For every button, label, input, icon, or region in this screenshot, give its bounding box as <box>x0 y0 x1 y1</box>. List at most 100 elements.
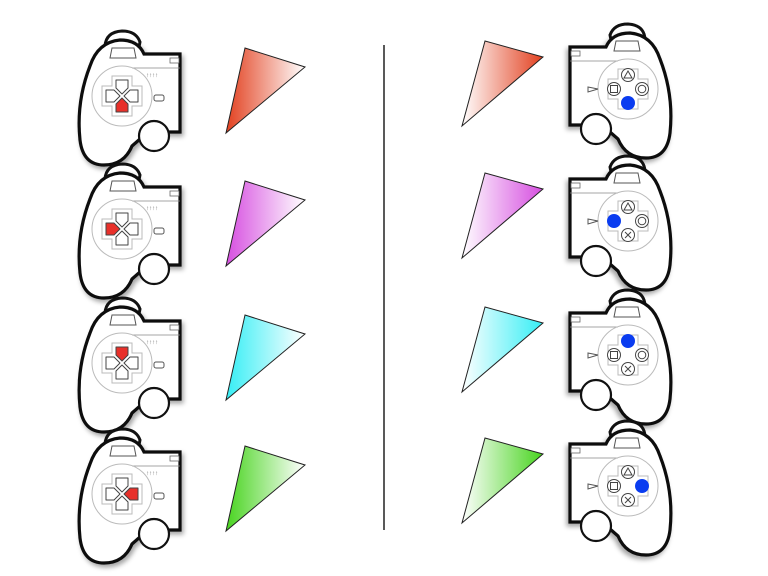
left-controller-half: ↑↑↑↑ <box>77 162 182 300</box>
right-gradient-triangle <box>461 437 545 525</box>
controller-port <box>169 324 180 331</box>
trigger-grip <box>109 314 137 326</box>
cross-icon <box>624 365 632 373</box>
led-indicators: ↑↑↑↑ <box>146 206 158 212</box>
select-button <box>153 492 165 500</box>
analog-stick <box>579 112 613 146</box>
dpad-left-button <box>105 356 121 370</box>
button-cross-plate <box>101 342 143 384</box>
triangle-button <box>621 200 635 214</box>
analog-stick <box>579 509 613 543</box>
dpad-right-button <box>123 222 139 236</box>
trigger-grip <box>109 47 137 59</box>
right-controller-half <box>568 288 673 426</box>
square-button <box>607 82 621 96</box>
right-gradient-triangle <box>461 40 545 128</box>
start-button <box>587 352 599 359</box>
cross-button <box>621 96 635 110</box>
square-icon <box>610 351 618 359</box>
circle-button <box>635 479 649 493</box>
dpad-left-button <box>105 222 121 236</box>
select-button <box>153 94 165 102</box>
left-controller-half: ↑↑↑↑ <box>77 427 182 565</box>
dpad-up-button <box>115 346 129 362</box>
button-cross-plate <box>607 334 649 376</box>
dpad-right-button <box>123 356 139 370</box>
circle-button <box>635 82 649 96</box>
button-ring <box>91 332 153 394</box>
dpad-down-button <box>115 230 129 246</box>
dpad-down-button <box>115 97 129 113</box>
square-button <box>607 479 621 493</box>
left-gradient-triangle <box>225 445 307 533</box>
controller-port <box>169 57 180 64</box>
cross-icon <box>624 231 632 239</box>
controller-port <box>570 447 581 454</box>
analog-stick <box>579 244 613 278</box>
led-indicators: ↑↑↑↑ <box>146 471 158 477</box>
triangle-icon <box>623 466 633 476</box>
trigger-grip <box>613 172 641 184</box>
trigger-grip <box>613 437 641 449</box>
start-button <box>587 483 599 490</box>
led-indicators: ↑↑↑↑ <box>146 73 158 79</box>
button-cross-plate <box>101 75 143 117</box>
dpad-up-button <box>115 212 129 228</box>
button-cross-plate <box>607 465 649 507</box>
right-gradient-triangle <box>461 306 545 394</box>
triangle-button <box>621 68 635 82</box>
triangle-button <box>621 334 635 348</box>
cross-icon <box>624 496 632 504</box>
controller-port <box>570 316 581 323</box>
right-controller-half <box>568 154 673 292</box>
select-button <box>153 227 165 235</box>
dpad-up-button <box>115 477 129 493</box>
circle-icon <box>637 350 647 360</box>
start-button <box>587 86 599 93</box>
analog-stick <box>137 119 171 153</box>
analog-stick <box>137 252 171 286</box>
dpad-right-button <box>123 487 139 501</box>
controller-port <box>169 455 180 462</box>
button-cross-plate <box>607 68 649 110</box>
circle-button <box>635 214 649 228</box>
button-ring <box>91 65 153 127</box>
button-ring <box>91 198 153 260</box>
cross-button <box>621 493 635 507</box>
left-gradient-triangle <box>225 180 307 268</box>
trigger-grip <box>109 180 137 192</box>
button-cross-plate <box>607 200 649 242</box>
dpad-left-button <box>105 89 121 103</box>
led-indicators: ↑↑↑↑ <box>146 340 158 346</box>
trigger-grip <box>613 306 641 318</box>
cross-button <box>621 362 635 376</box>
dpad-left-button <box>105 487 121 501</box>
circle-icon <box>637 84 647 94</box>
dpad-right-button <box>123 89 139 103</box>
controller-port <box>169 190 180 197</box>
analog-stick <box>137 386 171 420</box>
dpad-down-button <box>115 495 129 511</box>
trigger-grip <box>109 445 137 457</box>
circle-icon <box>637 216 647 226</box>
select-button <box>153 361 165 369</box>
controller-port <box>570 182 581 189</box>
button-cross-plate <box>101 473 143 515</box>
start-button <box>587 218 599 225</box>
dpad-down-button <box>115 364 129 380</box>
left-controller-half: ↑↑↑↑ <box>77 29 182 167</box>
button-ring <box>91 463 153 525</box>
left-gradient-triangle <box>225 314 307 402</box>
cross-button <box>621 228 635 242</box>
dpad-up-button <box>115 79 129 95</box>
button-cross-plate <box>101 208 143 250</box>
square-icon <box>610 85 618 93</box>
square-button <box>607 348 621 362</box>
analog-stick <box>579 378 613 412</box>
analog-stick <box>137 517 171 551</box>
square-button <box>607 214 621 228</box>
left-gradient-triangle <box>225 47 307 135</box>
controller-port <box>570 50 581 57</box>
right-controller-half <box>568 419 673 557</box>
